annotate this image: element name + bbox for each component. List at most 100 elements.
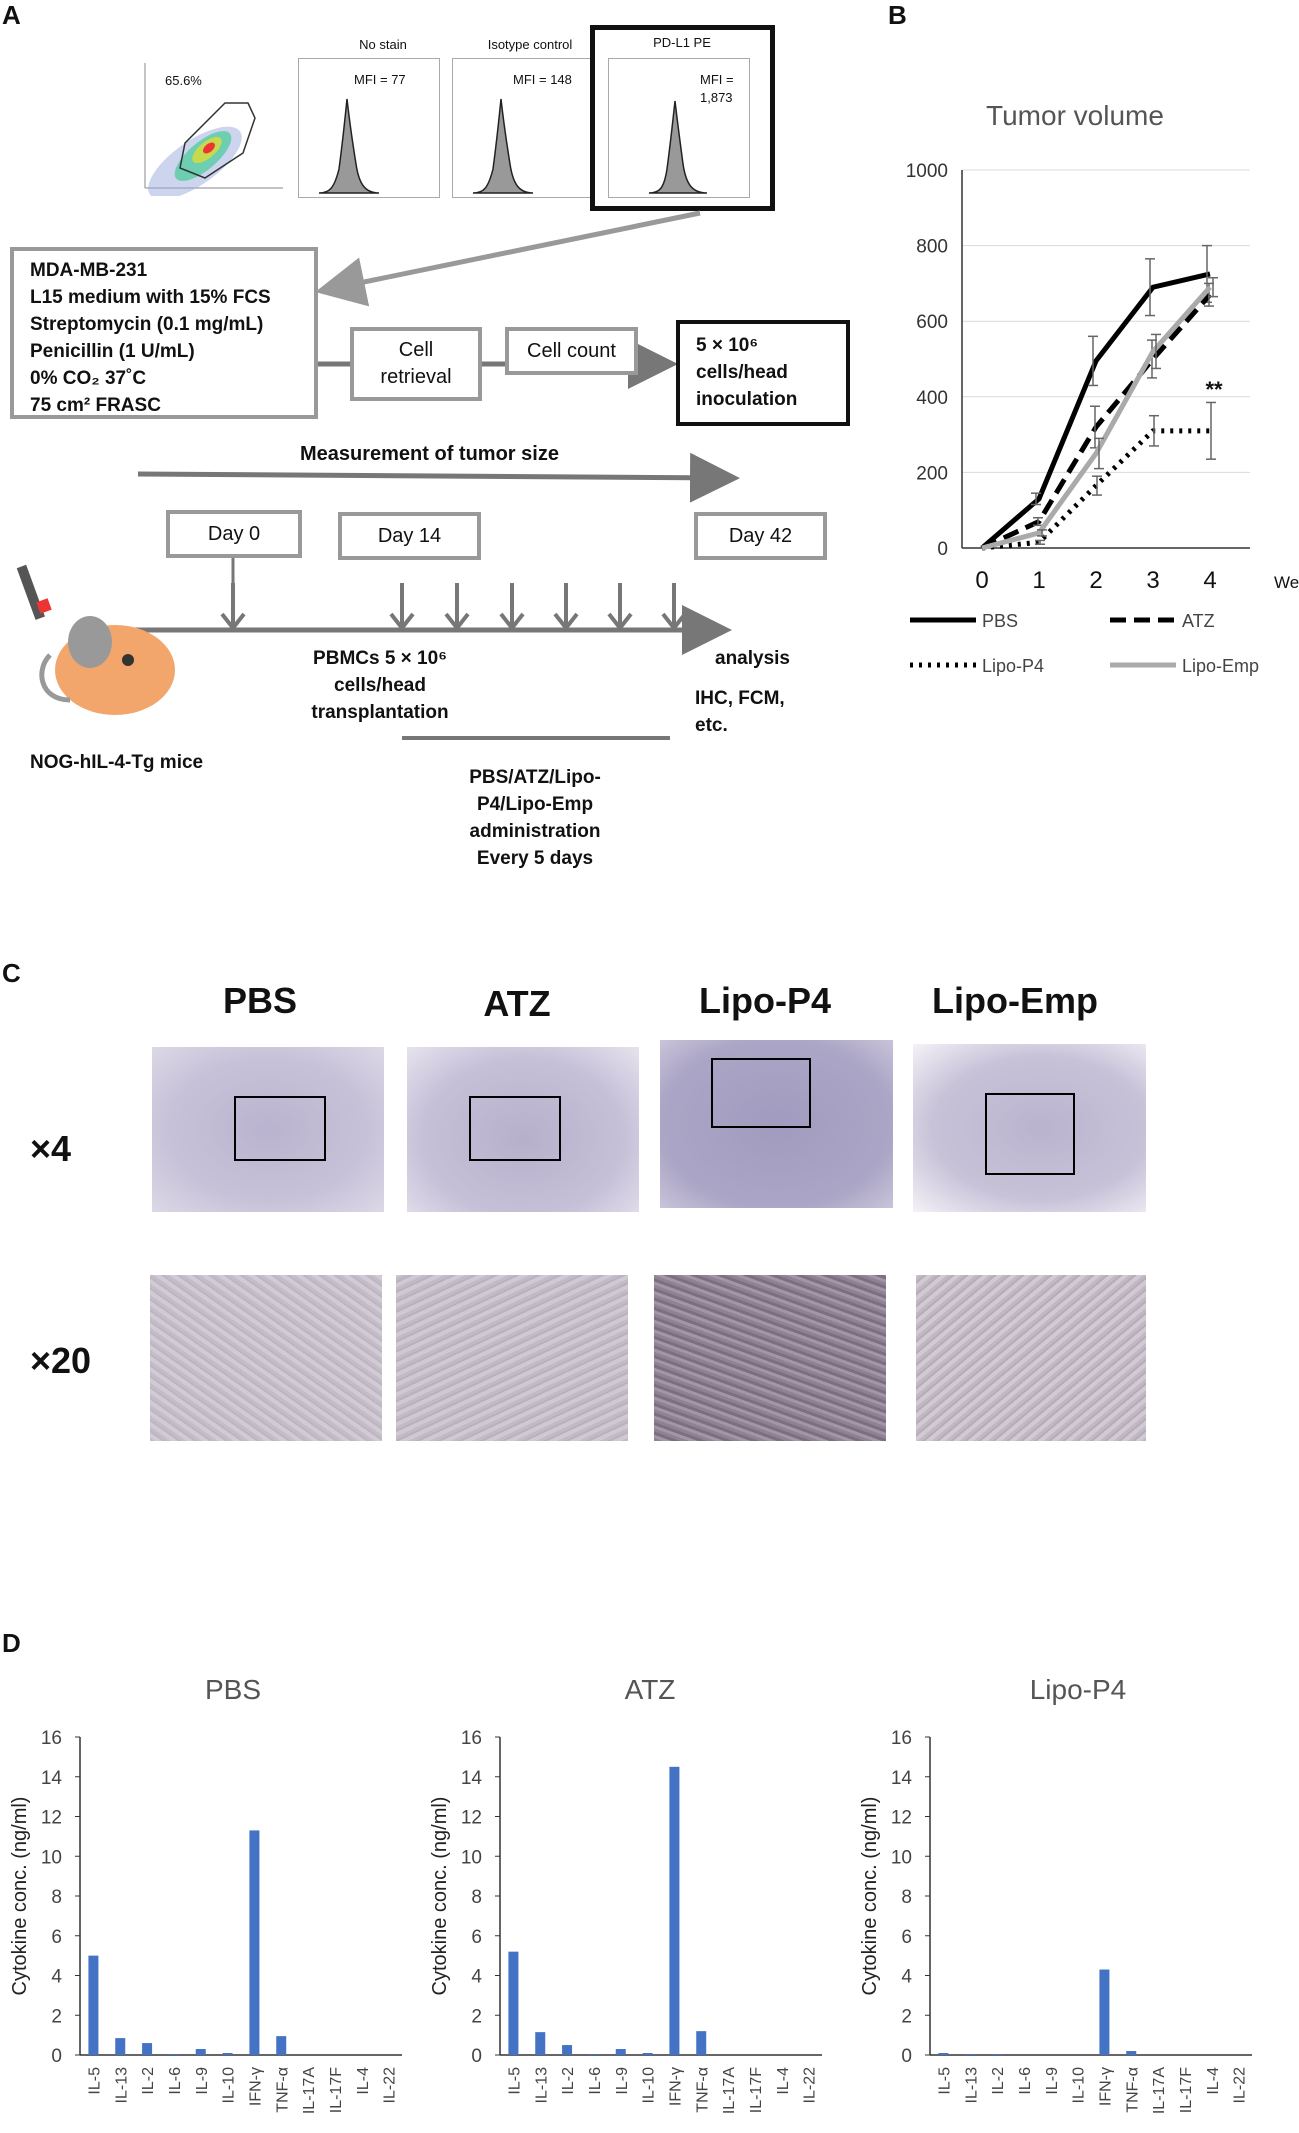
cytokine-title-lipo-p4: Lipo-P4 (1029, 1674, 1127, 1705)
cytokine-title-atz: ATZ (624, 1674, 676, 1705)
y-tick-label: 0 (901, 2046, 912, 2067)
x-tick-label: IL-22 (802, 2067, 819, 2104)
y-tick-label: 16 (461, 1728, 482, 1749)
bar-tnf-α (696, 2031, 707, 2055)
header-atz: ATZ (483, 983, 551, 1024)
cell-retrieval-line-2: retrieval (380, 366, 452, 388)
y-tick-label: 10 (461, 1847, 482, 1868)
x-tick-label: TNF-α (274, 2067, 291, 2113)
significance-annotation: ** (1205, 377, 1223, 402)
analysis-detail: IHC, FCM, etc. (695, 685, 785, 739)
mfi-pd-l1-value: 1,873 (700, 90, 733, 105)
x-tick-label: IL-6 (167, 2067, 184, 2095)
bar-ifn-γ (1099, 1969, 1110, 2055)
bar-il-13 (535, 2032, 546, 2055)
x-tick-label: IFN-γ (247, 2067, 264, 2106)
ihc-image-pbs-20x (150, 1275, 382, 1441)
x-tick-label: IL-4 (775, 2067, 792, 2095)
y-tick-label: 4 (51, 1967, 62, 1988)
series-line-lipo-emp (981, 285, 1212, 551)
bar-il-9 (615, 2049, 626, 2055)
x-tick-label: 2 (1089, 567, 1102, 594)
y-tick-label: 6 (901, 1927, 912, 1948)
x-tick-label: IL-13 (963, 2067, 980, 2104)
header-lipo-emp: Lipo-Emp (932, 980, 1098, 1021)
x-tick-label: IL-17F (748, 2067, 765, 2113)
x-tick-label: IL-17F (328, 2067, 345, 2113)
ihc-image-lipo-emp-20x (916, 1275, 1146, 1441)
x-tick-label: IL-9 (194, 2067, 211, 2095)
x-tick-label: 0 (975, 567, 988, 594)
measurement-label: Measurement of tumor size (300, 443, 559, 465)
ihc-image-lipo-emp-4x (913, 1044, 1146, 1212)
bar-il-6 (588, 2054, 599, 2055)
x-tick-label: IL-5 (506, 2067, 523, 2095)
ihc-image-atz-4x (407, 1047, 639, 1212)
zoom-region-lipo-emp (985, 1093, 1075, 1175)
mfi-isotype: MFI = 148 (513, 72, 572, 87)
bar-il-2 (562, 2045, 573, 2055)
culture-line-4: Penicillin (1 U/mL) (30, 341, 195, 362)
bar-tnf-α (1126, 2051, 1137, 2055)
panel-label-a: A (2, 0, 21, 30)
inoculation-box: 5 × 10⁶ cells/head inoculation (676, 320, 850, 426)
bar-il-6 (168, 2054, 179, 2055)
zoom-region-pbs (234, 1096, 326, 1161)
y-tick-label: 2 (471, 2006, 482, 2027)
header-lipo-p4: Lipo-P4 (699, 980, 831, 1021)
y-tick-label: 14 (461, 1768, 483, 1789)
y-tick-label: 8 (901, 1887, 912, 1908)
pbmc-line-3: transplantation (311, 702, 449, 723)
bar-il-5 (938, 2053, 949, 2055)
panel-a-arrows (130, 210, 740, 740)
culture-line-5: 0% CO₂ 37˚C (30, 368, 147, 389)
culture-line-6: 75 cm² FRASC (30, 395, 161, 416)
panel-label-c: C (2, 958, 21, 988)
y-tick-label: 0 (937, 539, 948, 560)
y-tick-label: 8 (51, 1887, 62, 1908)
inoculation-line-2: cells/head (696, 362, 788, 383)
admin-line-1: PBS/ATZ/Lipo- (469, 767, 601, 788)
culture-line-3: Streptomycin (0.1 mg/mL) (30, 314, 264, 335)
x-tick-label: IL-6 (587, 2067, 604, 2095)
y-tick-label: 200 (916, 463, 948, 484)
series-line-lipo-p4 (981, 428, 1210, 551)
y-tick-label: 16 (41, 1728, 62, 1749)
y-axis-label: Cytokine conc. (ng/ml) (859, 1797, 881, 1996)
x-tick-label: IL-17A (301, 2067, 318, 2114)
day-0-box: Day 0 (166, 510, 302, 558)
bar-tnf-α (276, 2036, 287, 2055)
bar-ifn-γ (669, 1766, 680, 2055)
y-tick-label: 6 (51, 1927, 62, 1948)
x-tick-label: IFN-γ (1097, 2067, 1114, 2106)
y-tick-label: 12 (41, 1808, 62, 1829)
panel-label-d: D (2, 1628, 21, 1658)
y-axis-label: Cytokine conc. (ng/ml) (9, 1797, 31, 1996)
y-tick-label: 4 (471, 1967, 482, 1988)
y-tick-label: 12 (891, 1808, 912, 1829)
series-line-pbs (980, 271, 1211, 550)
x-tick-label: IL-17A (1151, 2067, 1168, 2114)
x-tick-label: IL-2 (140, 2067, 157, 2095)
legend-label-pbs: PBS (982, 611, 1018, 631)
x-tick-label: IL-10 (221, 2067, 238, 2104)
bar-il-5 (88, 1955, 99, 2055)
zoom-region-atz (469, 1096, 561, 1161)
analysis-line-2: etc. (695, 715, 728, 736)
legend-label-lipo-emp: Lipo-Emp (1182, 656, 1259, 676)
ihc-image-atz-20x (396, 1275, 628, 1441)
y-tick-label: 600 (916, 312, 948, 333)
header-pbs: PBS (222, 980, 298, 1021)
x-tick-label: IL-6 (1017, 2067, 1034, 2095)
bar-il-10 (642, 2053, 653, 2055)
x-tick-label: IL-9 (1044, 2067, 1061, 2095)
y-tick-label: 0 (51, 2046, 62, 2067)
bar-il-13 (965, 2054, 976, 2055)
bar-il-10 (222, 2053, 233, 2055)
bar-il-13 (115, 2038, 126, 2055)
panel-label-b: B (888, 0, 907, 30)
x-tick-label: IFN-γ (667, 2067, 684, 2106)
